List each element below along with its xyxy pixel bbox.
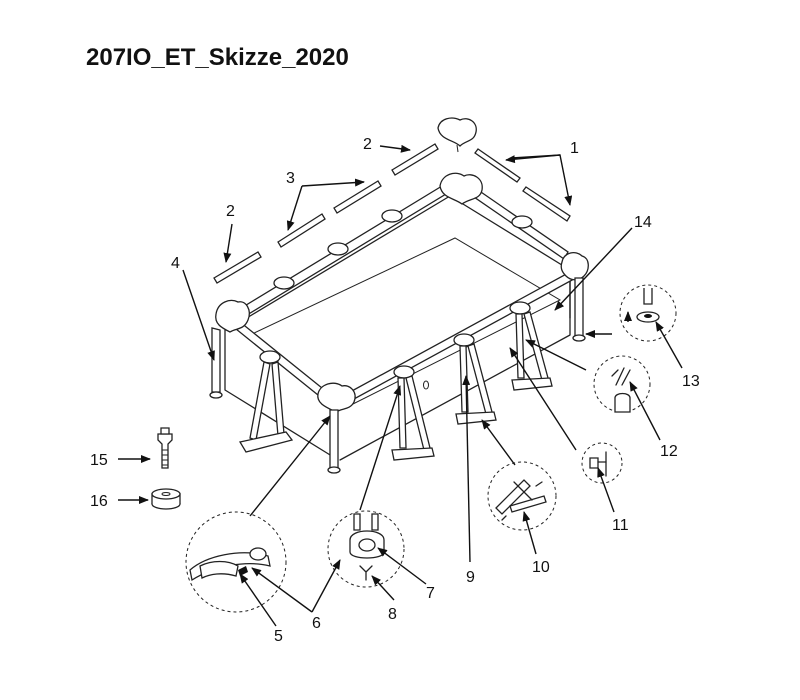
rail-pipe-1-a [474,148,521,183]
callout-11: 11 [612,517,629,534]
pool-frame [209,172,589,474]
exploded-top-rails [213,117,571,284]
page-title: 207IO_ET_Skizze_2020 [86,44,349,71]
callout-4: 4 [171,255,180,272]
liner-right-wall [339,277,571,461]
callout-13: 13 [682,373,700,390]
t-joint-back-3 [381,209,403,223]
rail-pipe-3-a [333,180,382,214]
detail-circle-5-6 [185,511,287,613]
callout-10: 10 [532,559,550,576]
corner-joint-top [437,117,477,147]
callout-14: 14 [634,214,652,231]
detail-circle-13 [619,284,677,342]
t-joint-front-3 [509,301,531,315]
part-16-ring-seal [151,488,181,510]
detail-circle-12 [593,355,651,413]
detail-circle-10 [487,461,557,531]
a-frame-support-right [511,311,553,391]
callout-5: 5 [274,628,283,645]
t-joint-back-2 [327,242,349,256]
rail-pipe-1-b [522,186,571,222]
callout-9: 9 [466,569,475,586]
callout-7: 7 [426,585,435,602]
part-15-drain-connector [157,427,173,469]
callout-15: 15 [90,452,108,469]
callout-labels: 1 2 2 3 4 14 13 12 11 10 9 7 8 6 5 15 16 [90,136,700,645]
callout-12: 12 [660,443,678,460]
rail-pipe-3-b [277,213,326,248]
detail-circle-7-8 [327,510,405,588]
rail-pipe-2-top [391,143,439,176]
callout-2-left: 2 [226,203,235,220]
t-joint-right-back [511,215,533,229]
callout-2-top: 2 [363,136,372,153]
leader-lines [118,144,683,627]
corner-joint-front [317,382,356,413]
drain-valve-on-liner [423,380,429,390]
callout-3: 3 [286,170,295,187]
callout-1: 1 [570,140,579,157]
callout-6: 6 [312,615,321,632]
a-frame-support-left [238,361,294,453]
leg-front-corner [329,409,339,469]
t-joint-back-1 [273,276,295,290]
corner-joint-left [215,299,250,333]
callout-8: 8 [388,606,397,623]
corner-joint-right [560,251,589,281]
corner-joint-back [439,172,483,205]
t-joint-front-left [259,350,281,364]
rail-pipe-2-left [213,251,262,284]
detail-circle-11 [581,442,623,484]
callout-16: 16 [90,493,108,510]
a-frame-support-mid-2 [455,343,497,425]
leg-left-corner [211,327,221,393]
t-joint-front-2 [453,333,475,347]
